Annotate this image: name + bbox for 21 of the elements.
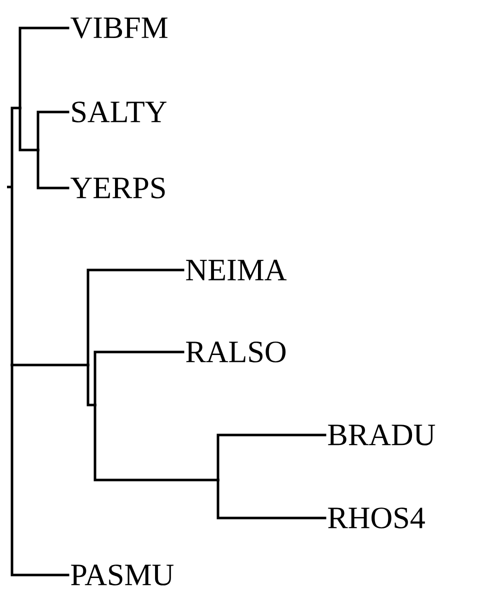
leaf-label: RHOS4 — [328, 508, 425, 528]
leaf-label: NEIMA — [186, 260, 287, 280]
leaf-label: SALTY — [72, 102, 166, 122]
tree-branch — [36, 110, 70, 152]
tree-branch — [10, 364, 70, 576]
tree-branch — [94, 350, 184, 406]
tree-branch — [36, 148, 70, 190]
tree-branch — [86, 268, 184, 366]
tree-branch — [10, 106, 22, 366]
tree-branch — [18, 106, 40, 152]
leaf-label: PASMU — [71, 564, 174, 586]
leaf-label: RALSO — [186, 342, 286, 362]
tree-branch — [216, 478, 326, 520]
tree-branch — [86, 364, 96, 406]
tree-branch — [94, 404, 220, 482]
tree-branch — [18, 26, 70, 110]
tree-branch — [216, 434, 326, 482]
leaf-label: VIBFM — [70, 18, 168, 38]
leaf-label: YERPS — [70, 178, 165, 198]
leaf-label: BRADU — [328, 424, 436, 446]
tree-branch — [10, 364, 90, 366]
